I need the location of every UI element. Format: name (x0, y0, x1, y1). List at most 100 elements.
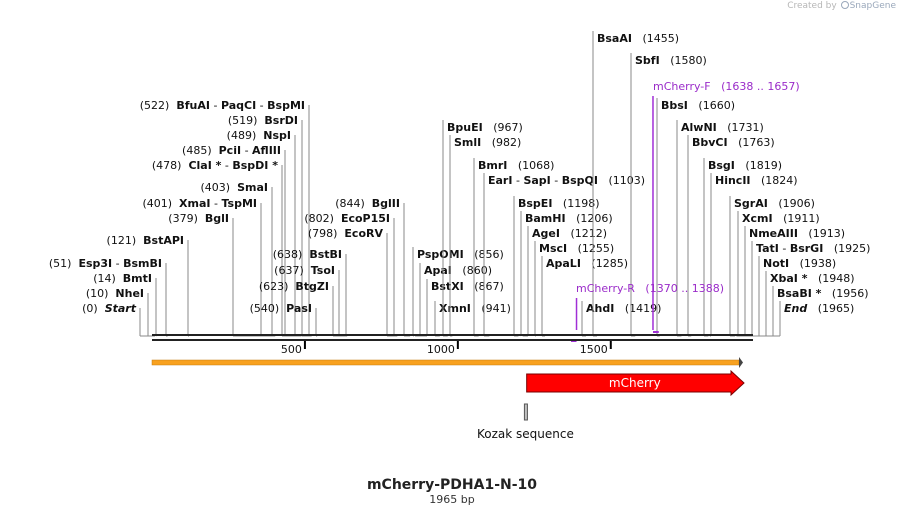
site-enzyme-name: BsrGI (790, 242, 823, 255)
site-gap (807, 302, 818, 315)
restriction-site: (14) BmtI (93, 272, 157, 337)
site-enzyme-name: BglI (205, 212, 229, 225)
restriction-site: TatI - BsrGI (1925) (740, 241, 871, 337)
site-enzyme-name: BstXI (431, 280, 464, 293)
site-enzyme-name: TspMI (221, 197, 257, 210)
site-enzyme-name: BamHI (525, 212, 566, 225)
site-gap (807, 272, 818, 285)
site-position: (1212) (570, 227, 607, 240)
site-label: (519) BsrDI (228, 114, 298, 127)
site-separator: - (256, 99, 267, 112)
restriction-site: (519) BsrDI (228, 114, 311, 337)
site-gap (257, 114, 264, 127)
site-enzyme-name: NspI (263, 129, 291, 142)
restriction-site: AhdI (1419) (581, 301, 661, 337)
snapgene-watermark: Created by SnapGene (787, 1, 896, 11)
site-position: (1198) (563, 197, 600, 210)
site-enzyme-name: PaqCI (221, 99, 256, 112)
restriction-site: BmrI (1068) (473, 158, 554, 337)
site-position: (489) (227, 129, 257, 142)
site-enzyme-name: ApaI (424, 264, 452, 277)
site-gap (481, 136, 492, 149)
primer-name: mCherry-R (576, 282, 635, 295)
restriction-site: BsaBI * (1956) (750, 286, 869, 337)
site-gap (304, 264, 311, 277)
site-label: BbvCI (1763) (692, 136, 775, 149)
created-by-text: Created by (787, 1, 837, 11)
site-label: (638) BstBI (273, 248, 342, 261)
plasmid-name: mCherry-PDHA1-N-10 (367, 477, 537, 493)
site-enzyme-name: BsaBI * (777, 287, 822, 300)
restriction-site: (638) BstBI (273, 248, 348, 337)
site-label: (121) BstAPI (107, 234, 184, 247)
primer-label: mCherry-F (1638 .. 1657) (653, 80, 800, 93)
feature-arrow-shape (526, 369, 745, 397)
restriction-site: (121) BstAPI (107, 234, 190, 337)
site-gap (230, 181, 237, 194)
site-label: (51) Esp3I - BsmBI (49, 257, 162, 270)
site-gap (198, 212, 205, 225)
site-position: (1948) (818, 272, 855, 285)
site-position: (844) (335, 197, 365, 210)
ruler-tick-label: 500 (281, 343, 302, 356)
site-label: HincII (1824) (715, 174, 798, 187)
site-gap (98, 302, 105, 315)
site-enzyme-name: HincII (715, 174, 751, 187)
site-enzyme-name: XcmI (742, 212, 773, 225)
site-label: BstXI (867) (431, 280, 504, 293)
site-label: (489) NspI (227, 129, 291, 142)
restriction-site: BspEI (1198) (513, 196, 600, 337)
site-label: (403) SmaI (201, 181, 269, 194)
site-gap (334, 212, 341, 225)
site-enzyme-name: NotI (763, 257, 789, 270)
site-position: (1580) (670, 54, 707, 67)
site-enzyme-name: NheI (115, 287, 144, 300)
site-label: EarI - SapI - BspQI (1103) (488, 174, 645, 187)
site-enzyme-name: BfuAI (176, 99, 210, 112)
site-gap (717, 121, 728, 134)
restriction-sites: (0) Start(10) NheI(14) BmtI(51) Esp3I - … (49, 31, 871, 337)
site-gap (751, 174, 762, 187)
site-gap (552, 197, 563, 210)
restriction-site: (540) PasI (250, 302, 318, 337)
site-position: (1763) (738, 136, 775, 149)
site-position: (1285) (591, 257, 628, 270)
primer-forward: mCherry-F (1638 .. 1657) (652, 80, 800, 333)
site-position: (1956) (832, 287, 869, 300)
site-enzyme-name: BstAPI (143, 234, 184, 247)
site-position: (51) (49, 257, 72, 270)
site-enzyme-name: ApaLI (546, 257, 581, 270)
site-position: (967) (493, 121, 523, 134)
site-gap (256, 129, 263, 142)
restriction-site: SbfI (1580) (630, 53, 707, 337)
site-position: (638) (273, 248, 303, 261)
site-enzyme-name: BsrDI (264, 114, 298, 127)
site-label: MscI (1255) (539, 242, 614, 255)
site-gap (560, 227, 571, 240)
primer-reverse: mCherry-R (1370 .. 1388) (571, 282, 724, 342)
site-label: NmeAIII (1913) (749, 227, 845, 240)
site-gap (181, 159, 188, 172)
site-position: (519) (228, 114, 258, 127)
site-separator: - (779, 242, 790, 255)
site-label: SgrAI (1906) (734, 197, 815, 210)
site-enzyme-name: BstBI (309, 248, 342, 261)
site-position: (1824) (761, 174, 798, 187)
site-position: (379) (168, 212, 198, 225)
site-position: (1660) (698, 99, 735, 112)
site-gap (464, 280, 475, 293)
site-gap (302, 248, 309, 261)
site-label: (401) XmaI - TspMI (142, 197, 257, 210)
backbone-bottom-strand (152, 339, 753, 341)
site-enzyme-name: BbsI (661, 99, 688, 112)
site-gap (71, 257, 78, 270)
restriction-site: PspOMI (856) (412, 247, 504, 337)
site-enzyme-name: BmrI (478, 159, 507, 172)
plasmid-size: 1965 bp (429, 493, 474, 506)
feature-label: Kozak sequence (477, 427, 574, 441)
ruler-tick-label: 1500 (580, 343, 608, 356)
site-label: (485) PciI - AflIII (182, 144, 281, 157)
site-position: (485) (182, 144, 212, 157)
site-position: (1925) (834, 242, 871, 255)
